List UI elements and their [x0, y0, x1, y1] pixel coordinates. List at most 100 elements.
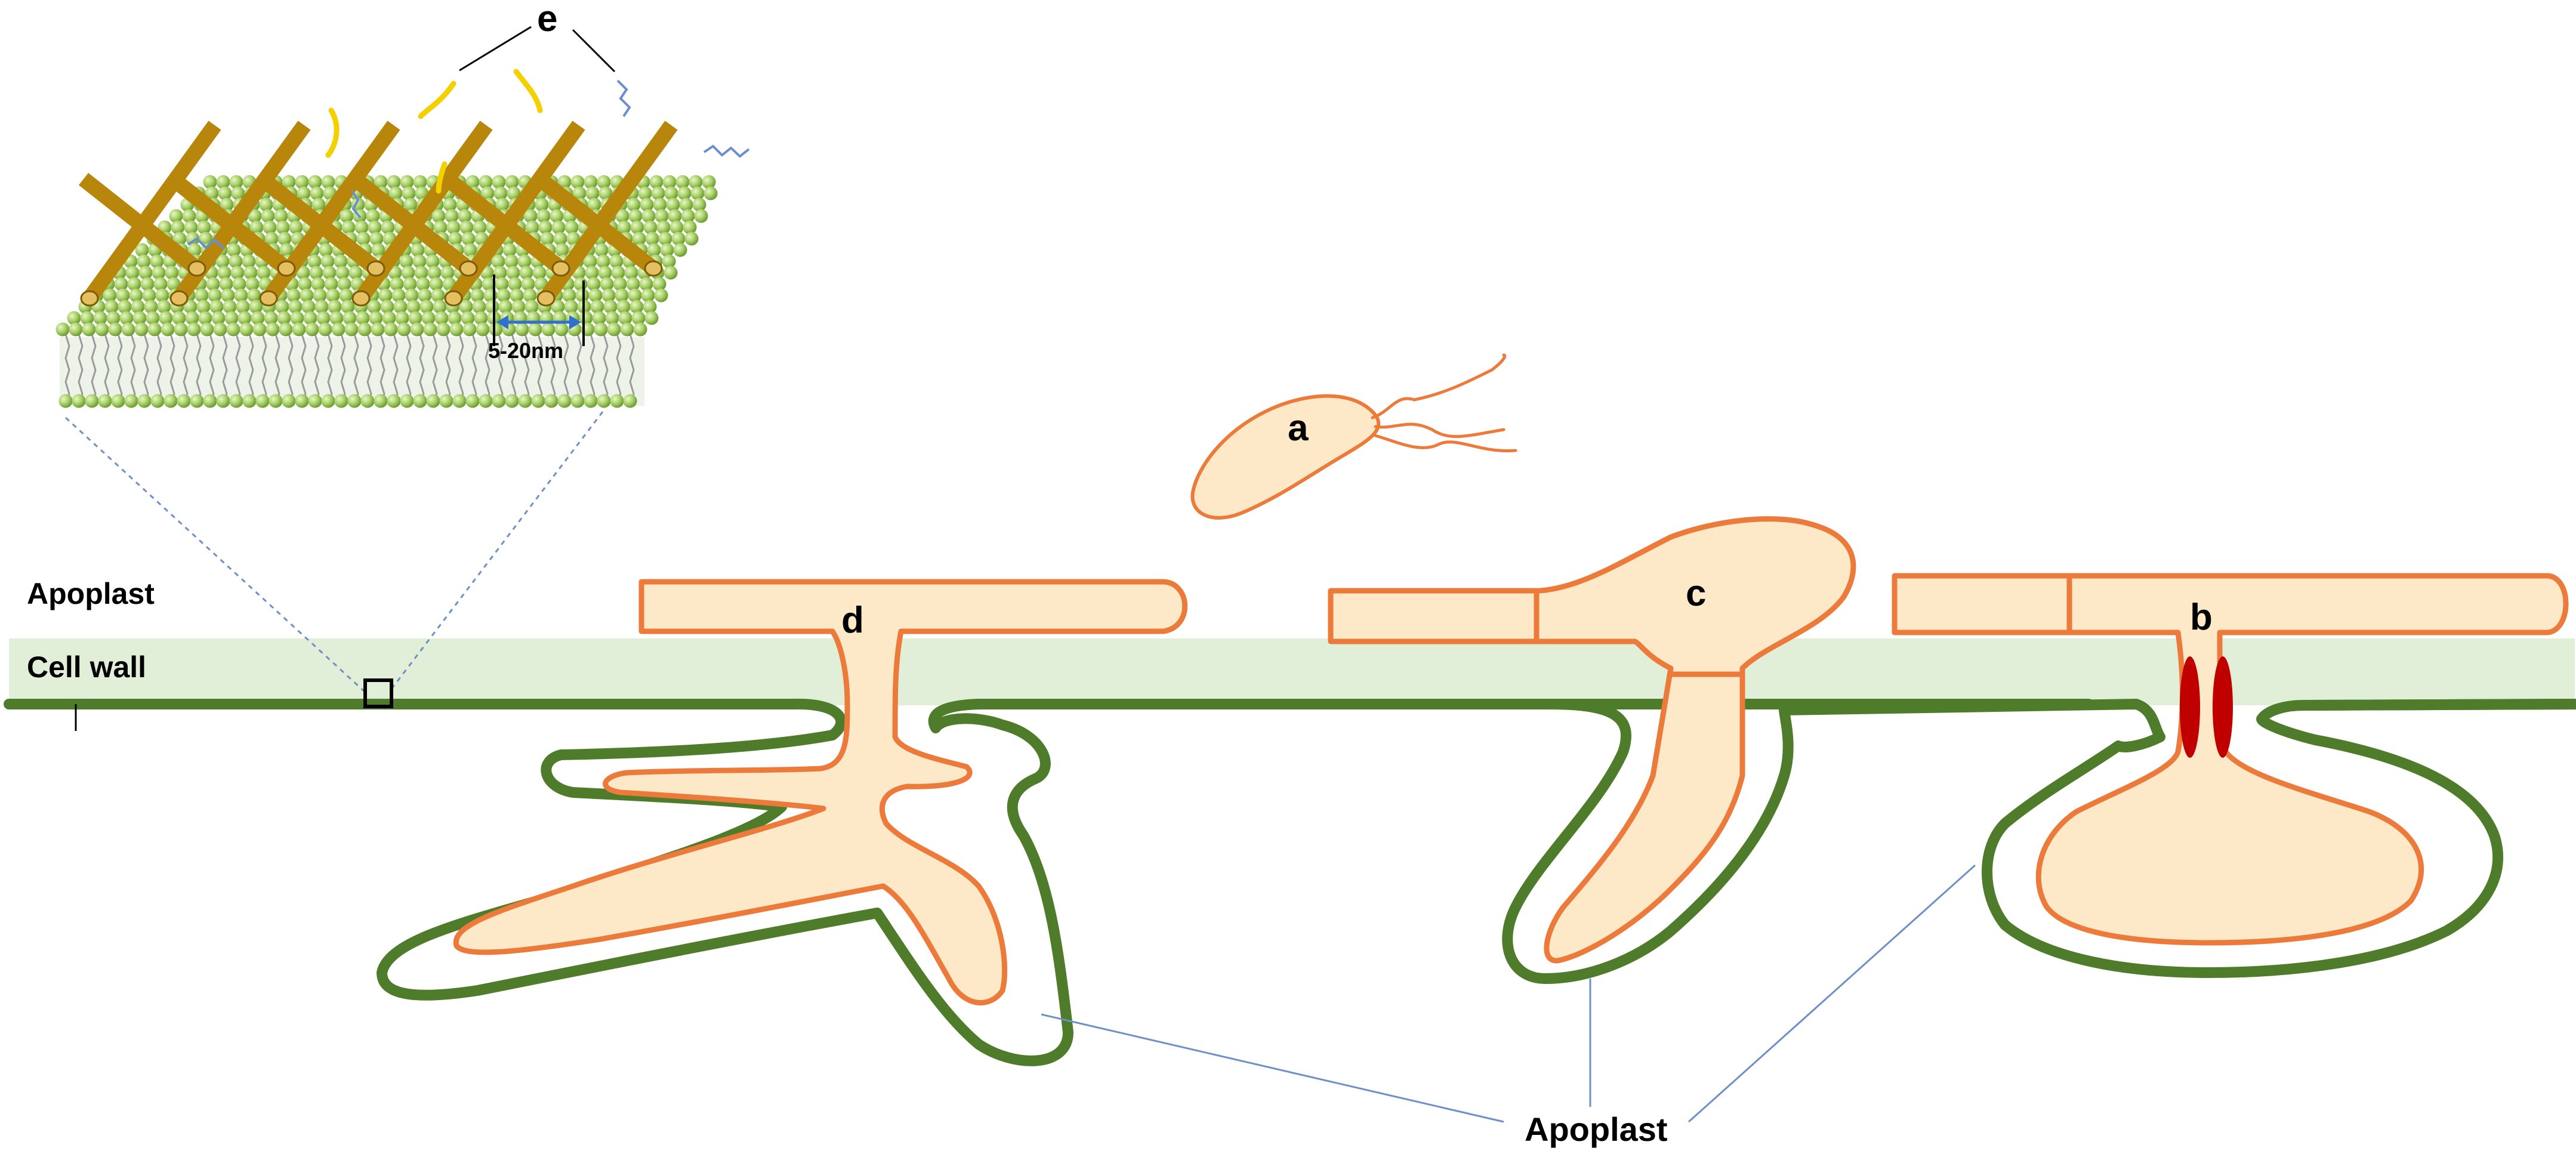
- lipid-head: [393, 300, 408, 314]
- lipid-head: [275, 300, 289, 314]
- lipid-tail: [576, 334, 582, 406]
- lipid-head: [403, 277, 417, 291]
- lipid-head: [594, 243, 609, 257]
- lipid-tail: [169, 334, 175, 406]
- lipid-head: [583, 254, 597, 269]
- lipid-head: [310, 186, 324, 200]
- blue-molecule-1: [616, 79, 631, 118]
- cellulose-fibril: [442, 172, 566, 275]
- lipid-head: [335, 266, 350, 280]
- lipid-head: [340, 209, 354, 223]
- lipid-head: [391, 288, 406, 303]
- lipid-head: [631, 311, 646, 325]
- lipid-head: [643, 220, 658, 235]
- lipid-head: [171, 220, 185, 235]
- lipid-head: [144, 300, 158, 314]
- lipid-head: [298, 277, 312, 291]
- lipid-head: [322, 266, 337, 280]
- lipid-head: [596, 254, 610, 269]
- lipid-head: [264, 232, 279, 246]
- lipid-head: [263, 220, 277, 235]
- lipid-head: [463, 243, 477, 257]
- lipid-head: [321, 394, 335, 408]
- lipid-head: [150, 254, 164, 269]
- lipid-head: [111, 394, 125, 408]
- lipid-head: [660, 243, 674, 257]
- lipid-head: [679, 198, 693, 212]
- lipid-head: [320, 254, 335, 269]
- lipid-head: [229, 175, 243, 189]
- lipid-head: [664, 266, 678, 280]
- lipid-tail: [366, 334, 372, 406]
- lipid-head: [216, 394, 230, 408]
- lipid-head: [371, 243, 385, 257]
- lipid-head: [183, 300, 198, 314]
- lipid-head: [316, 311, 331, 325]
- lipid-head: [116, 288, 130, 303]
- lipid-tail: [183, 334, 189, 406]
- lipid-head: [683, 220, 697, 235]
- label-apoplast-bottom: Apoplast: [1525, 1110, 1668, 1148]
- lipid-head: [388, 186, 403, 200]
- lipid-head: [677, 186, 692, 200]
- lipid-head: [230, 266, 245, 280]
- lipid-head: [297, 186, 311, 200]
- lipid-head: [638, 186, 652, 200]
- lipid-head: [366, 209, 380, 223]
- lipid-head: [553, 232, 567, 246]
- lipid-head: [413, 175, 427, 189]
- lipid-head: [434, 311, 449, 325]
- lipid-head: [704, 186, 718, 200]
- lipid-head: [303, 311, 317, 325]
- lipid-head: [295, 175, 309, 189]
- lipid-head: [664, 186, 678, 200]
- lipid-head: [690, 186, 705, 200]
- lipid-head: [402, 186, 416, 200]
- lipid-head: [399, 254, 414, 269]
- lipid-head: [532, 266, 547, 280]
- lipid-head: [82, 322, 96, 337]
- lipid-head: [125, 266, 140, 280]
- membrane-invagination-b: [1779, 699, 2576, 978]
- lipid-head: [592, 311, 606, 325]
- lipid-head: [321, 175, 335, 189]
- cellulose-fibril-end: [80, 290, 99, 307]
- lipid-head: [544, 394, 559, 408]
- lipid-head: [243, 266, 258, 280]
- zoom-line-right: [388, 411, 604, 693]
- lipid-head: [239, 322, 254, 337]
- lipid-head: [587, 277, 601, 291]
- septum-plug-left: [2180, 656, 2200, 758]
- lipid-head: [305, 322, 319, 337]
- cellulose-fibril-end: [351, 290, 371, 307]
- lipid-head: [692, 198, 707, 212]
- lipid-head: [585, 186, 600, 200]
- lipid-head: [465, 394, 480, 408]
- lipid-head: [242, 254, 256, 269]
- lipid-head: [599, 186, 613, 200]
- lipid-head: [493, 186, 508, 200]
- lipid-head: [397, 322, 411, 337]
- bilayer-side: [60, 337, 644, 406]
- lipid-head: [433, 300, 447, 314]
- lipid-head: [311, 198, 326, 212]
- lipid-head: [185, 311, 199, 325]
- lipid-head: [311, 277, 325, 291]
- lipid-head: [405, 288, 419, 303]
- lipid-head: [216, 175, 230, 189]
- scale-label: 5-20nm: [488, 338, 563, 363]
- lipid-head: [360, 394, 375, 408]
- lipid-head: [199, 232, 213, 246]
- lipid-tail: [419, 334, 425, 406]
- lipid-head: [368, 220, 382, 235]
- lipid-head: [387, 175, 401, 189]
- lipid-tail: [78, 334, 84, 406]
- lipid-head: [551, 300, 565, 314]
- lipid-head: [354, 220, 369, 235]
- lipid-head: [531, 394, 545, 408]
- lipid-tail: [340, 334, 346, 406]
- lipid-head: [517, 254, 532, 269]
- lipid-head: [347, 394, 362, 408]
- lipid-head: [137, 394, 152, 408]
- lipid-tail: [498, 334, 504, 406]
